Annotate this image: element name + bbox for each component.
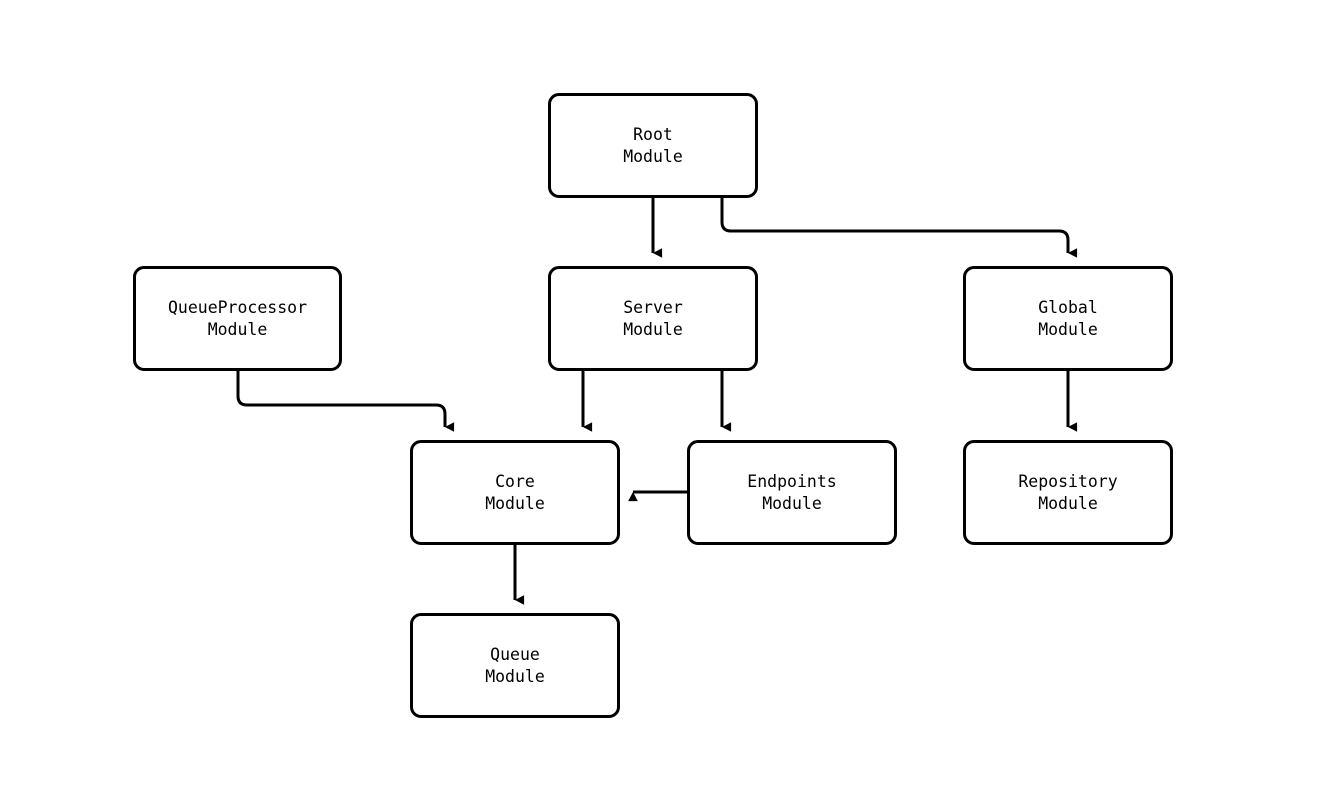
- edge-queueprocessor-core: [236, 371, 455, 432]
- node-repository-module[interactable]: Repository Module: [963, 440, 1173, 545]
- node-root-module[interactable]: Root Module: [548, 93, 758, 198]
- node-root-module-line2: Module: [623, 146, 683, 166]
- node-root-module-line1: Root: [633, 124, 673, 144]
- node-endpoints-module-line2: Module: [762, 493, 822, 513]
- node-core-module-line1: Core: [495, 471, 535, 491]
- node-queue-module-line1: Queue: [490, 644, 540, 664]
- node-queue-module-line2: Module: [485, 666, 545, 686]
- node-core-module[interactable]: Core Module: [410, 440, 620, 545]
- node-repository-module-line1: Repository: [1018, 471, 1118, 491]
- node-core-module-line2: Module: [485, 493, 545, 513]
- node-queueprocessor-module-line2: Module: [207, 319, 268, 339]
- node-endpoints-module-line1: Endpoints: [747, 471, 837, 491]
- node-global-module-line1: Global: [1038, 297, 1098, 317]
- node-global-module-line2: Module: [1038, 319, 1098, 339]
- node-queueprocessor-module-line1: QueueProcessor: [167, 297, 308, 317]
- node-endpoints-module[interactable]: Endpoints Module: [687, 440, 897, 545]
- edge-root-global: [720, 198, 1078, 258]
- node-global-module[interactable]: Global Module: [963, 266, 1173, 371]
- node-queue-module[interactable]: Queue Module: [410, 613, 620, 718]
- node-server-module-line2: Module: [623, 319, 683, 339]
- node-server-module-line1: Server: [623, 297, 683, 317]
- node-queueprocessor-module[interactable]: QueueProcessor Module: [133, 266, 342, 371]
- node-server-module[interactable]: Server Module: [548, 266, 758, 371]
- node-repository-module-line2: Module: [1038, 493, 1098, 513]
